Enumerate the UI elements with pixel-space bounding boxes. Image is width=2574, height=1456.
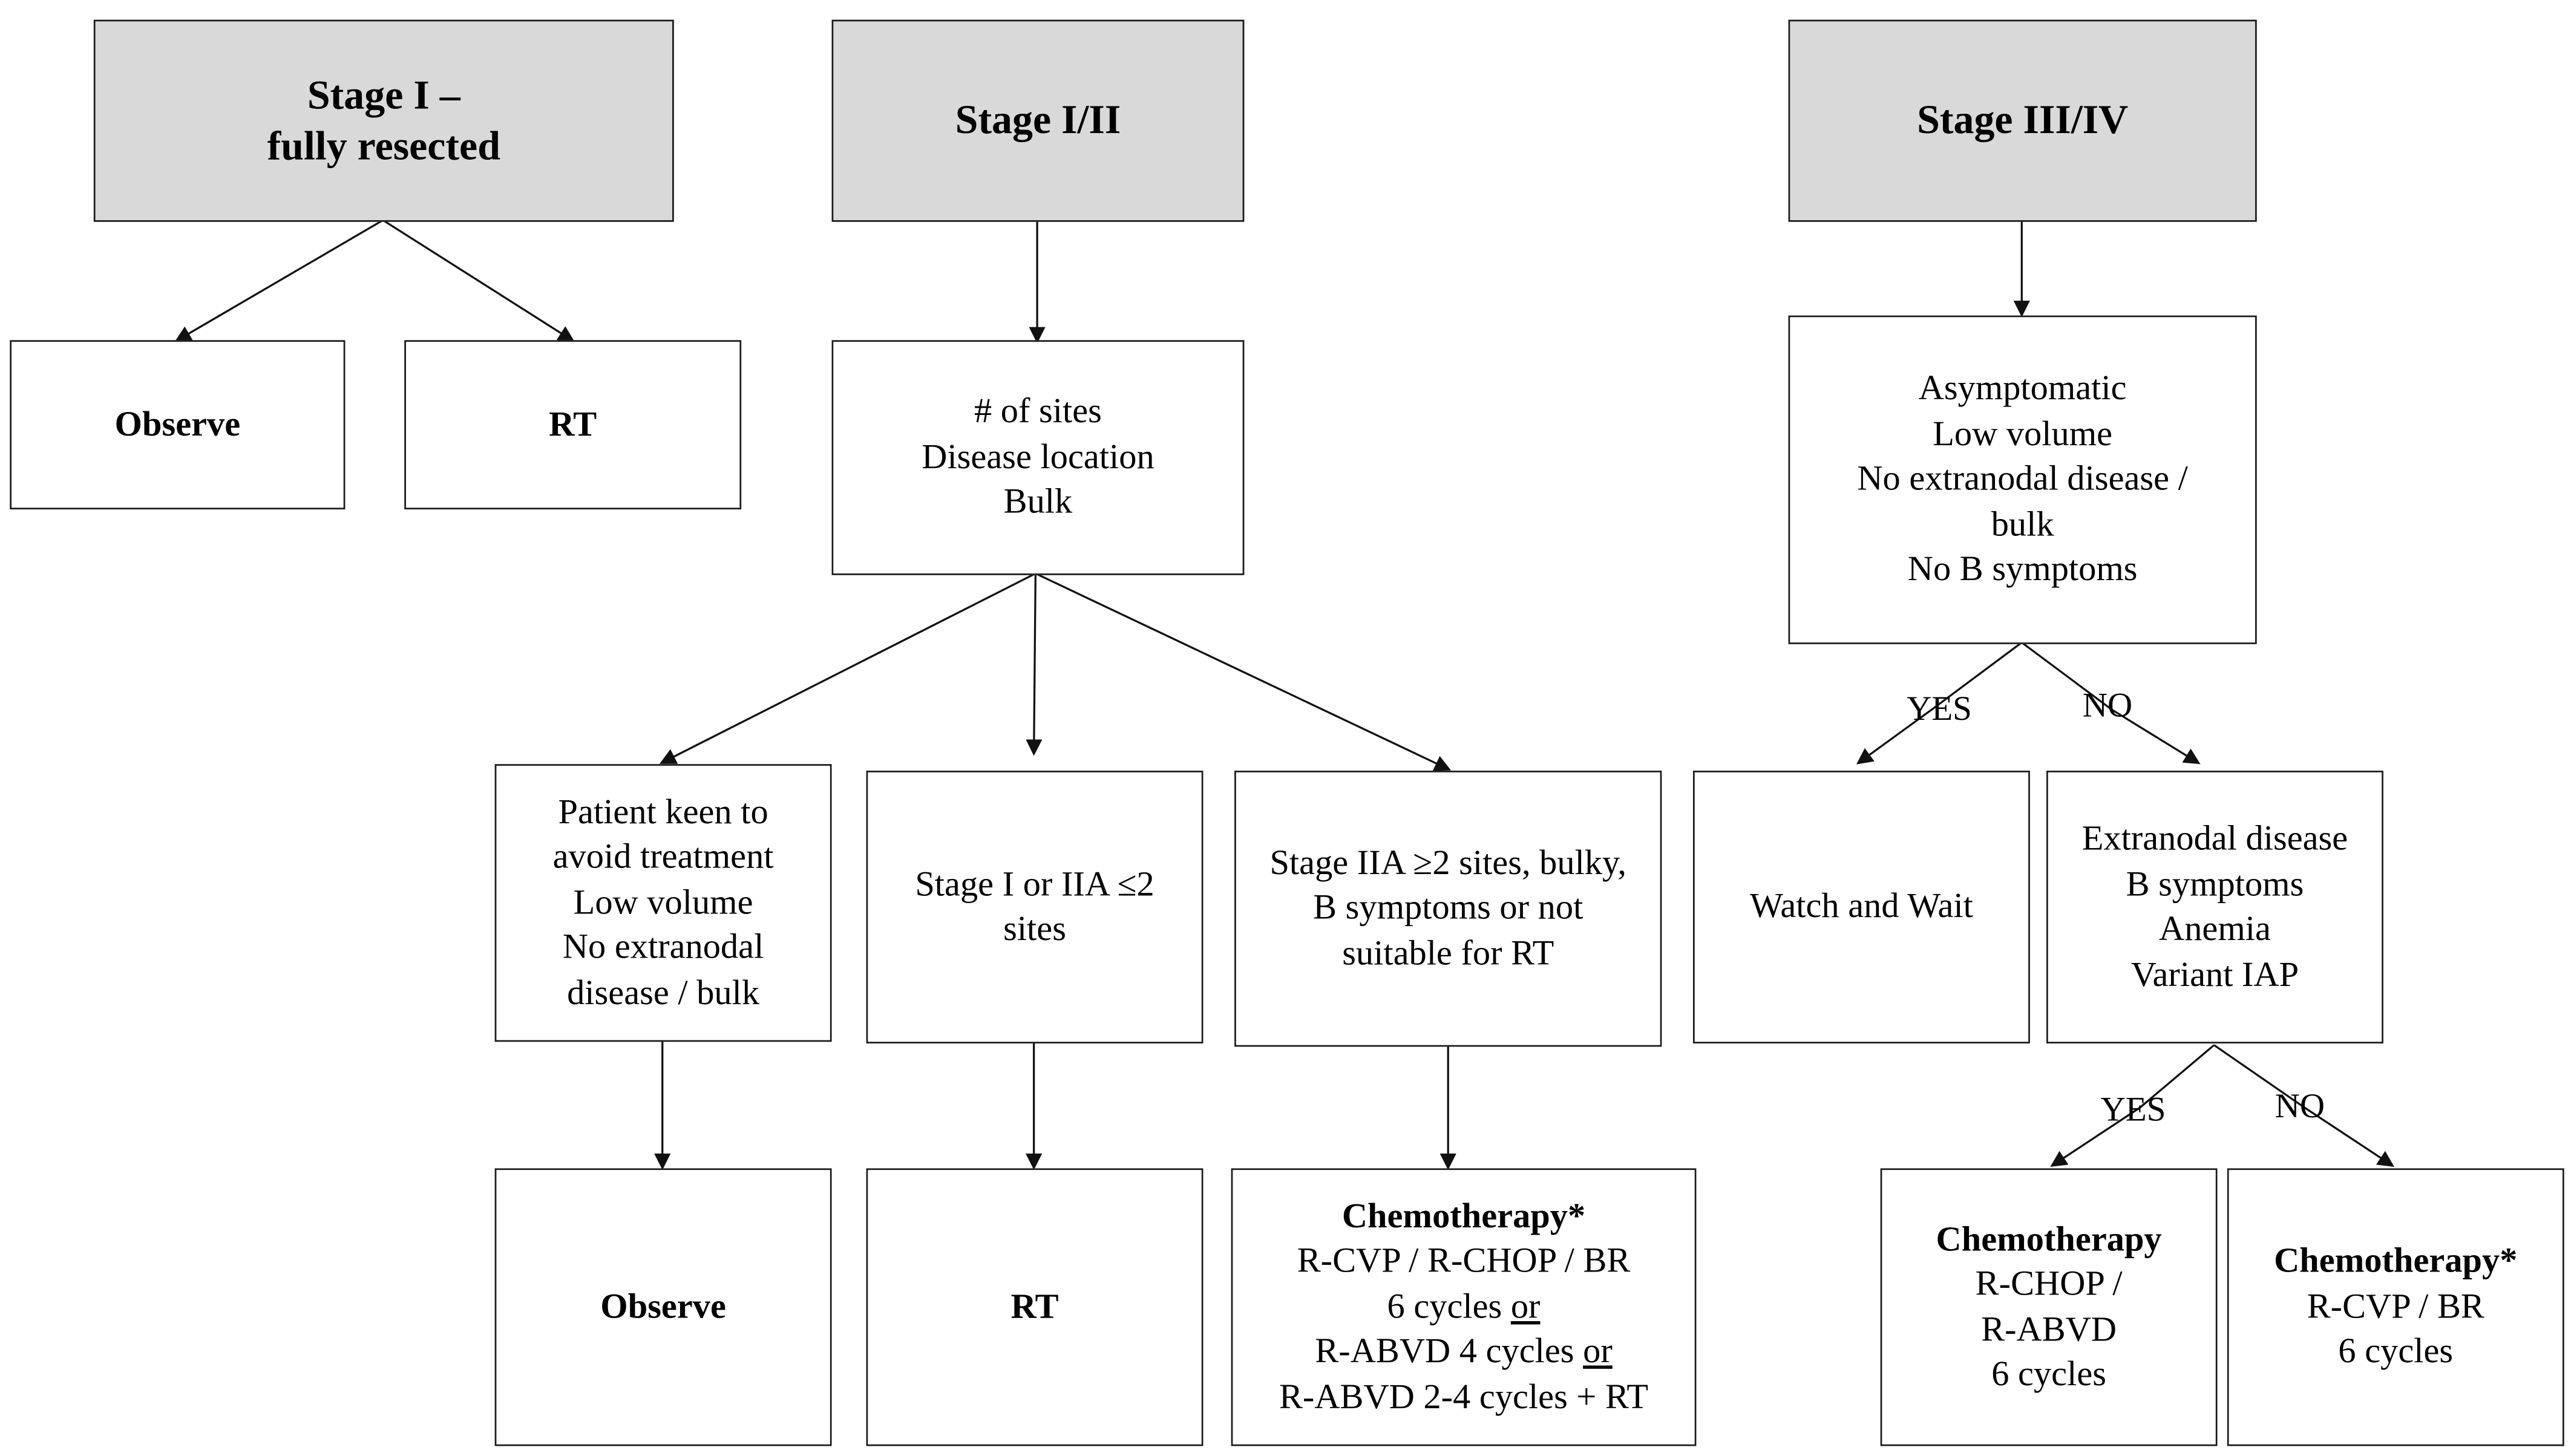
- arrow-second-no: [2213, 1044, 2395, 1167]
- arrow-criteria-to-option-a: [659, 572, 1036, 764]
- box-extranodal-criteria: Extranodal disease B symptoms Anemia Var…: [2046, 771, 2383, 1043]
- label-no: NO: [2082, 685, 2133, 725]
- arrow-criteria-to-option-b: [1026, 573, 1043, 756]
- chemo-right-line: 6 cycles: [2338, 1331, 2454, 1371]
- header-stage3-4: Stage III/IV: [1788, 19, 2257, 222]
- option-b-line: Stage I or IIA ≤2: [915, 863, 1154, 903]
- header-stage12-label: Stage I/II: [955, 98, 1121, 143]
- box-option-stage-i-iia: Stage I or IIA ≤2 sites: [866, 771, 1203, 1043]
- chemo-or-text: or: [1510, 1286, 1541, 1326]
- stage34-criteria-line: Asymptomatic: [1918, 368, 2127, 408]
- box-chemo-r-cvp: Chemotherapy* R-CVP / BR 6 cycles: [2227, 1168, 2564, 1446]
- chemo-left-line: R-CHOP /: [1975, 1263, 2123, 1304]
- box-option-stage-iia-bulky: Stage IIA ≥2 sites, bulky, B symptoms or…: [1234, 771, 1662, 1047]
- criteria-line: Disease location: [922, 436, 1154, 477]
- box-outcome-chemotherapy: Chemotherapy* R-CVP / R-CHOP / BR 6 cycl…: [1231, 1168, 1697, 1446]
- box-stage12-criteria: # of sites Disease location Bulk: [831, 340, 1245, 575]
- stage34-criteria-line: No extranodal disease /: [1857, 459, 2188, 498]
- label-yes-2: YES: [2100, 1089, 2166, 1129]
- stage1-rt-label: RT: [549, 403, 597, 443]
- chemo-right-line: R-CVP / BR: [2307, 1286, 2484, 1326]
- header-stage1-2: Stage I/II: [831, 19, 1245, 222]
- box-stage1-rt: RT: [404, 340, 742, 510]
- stage34-criteria-line: bulk: [1991, 504, 2054, 544]
- second-criteria-line: Variant IAP: [2130, 953, 2299, 994]
- arrow-criteria-no: [2021, 641, 2201, 765]
- chemo-left-line: R-ABVD: [1981, 1308, 2117, 1348]
- outcome-observe-label: Observe: [600, 1286, 726, 1326]
- chemo-abvd-text: R-ABVD 4 cycles: [1315, 1331, 1583, 1371]
- header-stage34-label: Stage III/IV: [1917, 98, 2129, 143]
- box-outcome-observe: Observe: [494, 1168, 832, 1446]
- stage34-criteria-line: Low volume: [1933, 413, 2113, 454]
- header-stage1-line1: Stage I –: [307, 73, 460, 118]
- chemo-regimen-line: R-ABVD 4 cycles or: [1315, 1330, 1613, 1375]
- second-criteria-line: B symptoms: [2126, 863, 2304, 903]
- second-criteria-line: Extranodal disease: [2081, 818, 2348, 858]
- stage1-observe-label: Observe: [114, 403, 241, 443]
- option-a-line: No extranodal: [562, 927, 764, 967]
- option-b-line: sites: [1003, 909, 1066, 948]
- arrow-criteria-yes: [1856, 641, 2023, 765]
- box-watch-and-wait: Watch and Wait: [1692, 771, 2030, 1043]
- box-outcome-rt: RT: [866, 1168, 1203, 1446]
- box-chemo-r-chop: Chemotherapy R-CHOP / R-ABVD 6 cycles: [1880, 1168, 2218, 1446]
- watch-and-wait-label: Watch and Wait: [1749, 886, 1973, 926]
- chemo-title: Chemotherapy*: [1341, 1195, 1586, 1236]
- second-criteria-line: Anemia: [2159, 909, 2271, 948]
- option-c-line: B symptoms or not: [1313, 887, 1583, 927]
- criteria-line: Bulk: [1003, 482, 1073, 521]
- arrow-criteria-to-option-c: [1035, 572, 1452, 771]
- box-stage34-criteria: Asymptomatic Low volume No extranodal di…: [1788, 315, 2257, 644]
- arrow-stage1-to-rt: [382, 219, 575, 342]
- arrow-second-yes: [2050, 1044, 2215, 1167]
- outcome-rt-label: RT: [1010, 1286, 1059, 1326]
- option-c-line: suitable for RT: [1342, 933, 1554, 973]
- chemo-left-line: 6 cycles: [1991, 1354, 2106, 1394]
- criteria-line: # of sites: [974, 391, 1102, 431]
- option-a-line: disease / bulk: [567, 972, 760, 1012]
- chemo-regimen-line: 6 cycles or: [1387, 1285, 1541, 1330]
- chemo-regimen-line: R-CVP / R-CHOP / BR: [1297, 1241, 1631, 1281]
- chemo-right-title: Chemotherapy*: [2274, 1241, 2518, 1281]
- chemo-cycles-text: 6 cycles: [1387, 1286, 1511, 1326]
- chemo-left-title: Chemotherapy: [1936, 1218, 2162, 1258]
- arrow-stage1-to-observe: [174, 219, 384, 342]
- option-a-line: avoid treatment: [552, 837, 774, 877]
- option-a-line: Patient keen to: [558, 791, 768, 831]
- stage34-criteria-line: No B symptoms: [1907, 549, 2138, 589]
- option-a-line: Low volume: [573, 882, 753, 922]
- header-stage1-line2: fully resected: [267, 124, 500, 169]
- chemo-regimen-line: R-ABVD 2-4 cycles + RT: [1279, 1376, 1649, 1416]
- box-option-patient-keen: Patient keen to avoid treatment Low volu…: [494, 764, 832, 1042]
- label-yes: YES: [1907, 688, 1972, 728]
- option-c-line: Stage IIA ≥2 sites, bulky,: [1269, 842, 1627, 883]
- header-stage1-fully-resected: Stage I – fully resected: [93, 19, 674, 222]
- box-stage1-observe: Observe: [10, 340, 345, 510]
- label-no-2: NO: [2274, 1086, 2325, 1126]
- chemo-or-text: or: [1583, 1331, 1613, 1371]
